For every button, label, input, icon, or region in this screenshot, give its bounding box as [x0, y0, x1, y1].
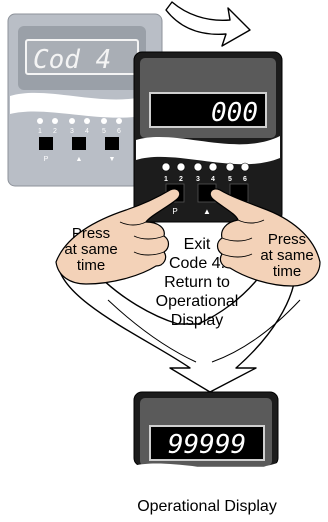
front-display-text: 000 — [211, 98, 258, 128]
exit-text-line: Exit — [184, 236, 211, 253]
front-led-number: 3 — [196, 176, 200, 183]
bottom-device: 99999 — [132, 391, 280, 476]
left-hand-label-line: at same — [64, 241, 117, 258]
exit-text-line: Operational — [156, 293, 239, 310]
exit-text-line: Return to — [164, 274, 230, 291]
back-key-label: ▲ — [76, 156, 83, 163]
left-hand-label-line: Press — [72, 225, 110, 242]
exit-text-line: Code 4. — [169, 255, 225, 272]
right-hand-label-line: time — [273, 263, 301, 280]
back-down-key — [105, 137, 119, 150]
back-led-number: 2 — [53, 128, 57, 135]
back-led-number: 1 — [38, 128, 42, 135]
front-device: 000 1 2 3 4 5 6 P ▲ ▼ — [133, 51, 283, 223]
right-hand-icon: Press at same time — [209, 188, 321, 287]
right-hand-label-line: Press — [268, 231, 306, 248]
back-led-number: 5 — [102, 128, 106, 135]
left-hand-icon: Press at same time — [55, 188, 181, 285]
back-display-text: Cod_4 — [33, 45, 111, 75]
curved-arrow-icon — [165, 1, 251, 47]
back-led-number: 4 — [85, 128, 89, 135]
down-arrow-icon — [57, 261, 301, 393]
exit-text-line: Display — [171, 312, 223, 329]
back-p-key — [39, 137, 53, 150]
front-led-number: 1 — [164, 176, 168, 183]
right-hand-label-line: at same — [260, 247, 313, 264]
front-led-row — [161, 162, 250, 172]
back-up-key — [72, 137, 86, 150]
exit-instruction: Exit Code 4. Return to Operational Displ… — [156, 236, 239, 329]
back-led-number: 6 — [117, 128, 121, 135]
back-key-label: P — [44, 156, 49, 163]
front-led-number: 2 — [179, 176, 183, 183]
front-led-number: 5 — [228, 176, 232, 183]
front-led-number: 6 — [243, 176, 247, 183]
back-led-row — [37, 118, 122, 124]
back-key-label: ▼ — [109, 156, 116, 163]
front-key-label: ▲ — [203, 207, 211, 216]
front-key-label: P — [172, 207, 177, 216]
bottom-display-text: 99999 — [168, 430, 246, 460]
back-led-number: 3 — [70, 128, 74, 135]
caption: Operational Display — [137, 498, 277, 515]
left-hand-label-line: time — [77, 257, 105, 274]
back-device: Cod_4 1 2 3 4 5 6 P ▲ ▼ — [7, 13, 163, 187]
front-led-number: 4 — [211, 176, 215, 183]
